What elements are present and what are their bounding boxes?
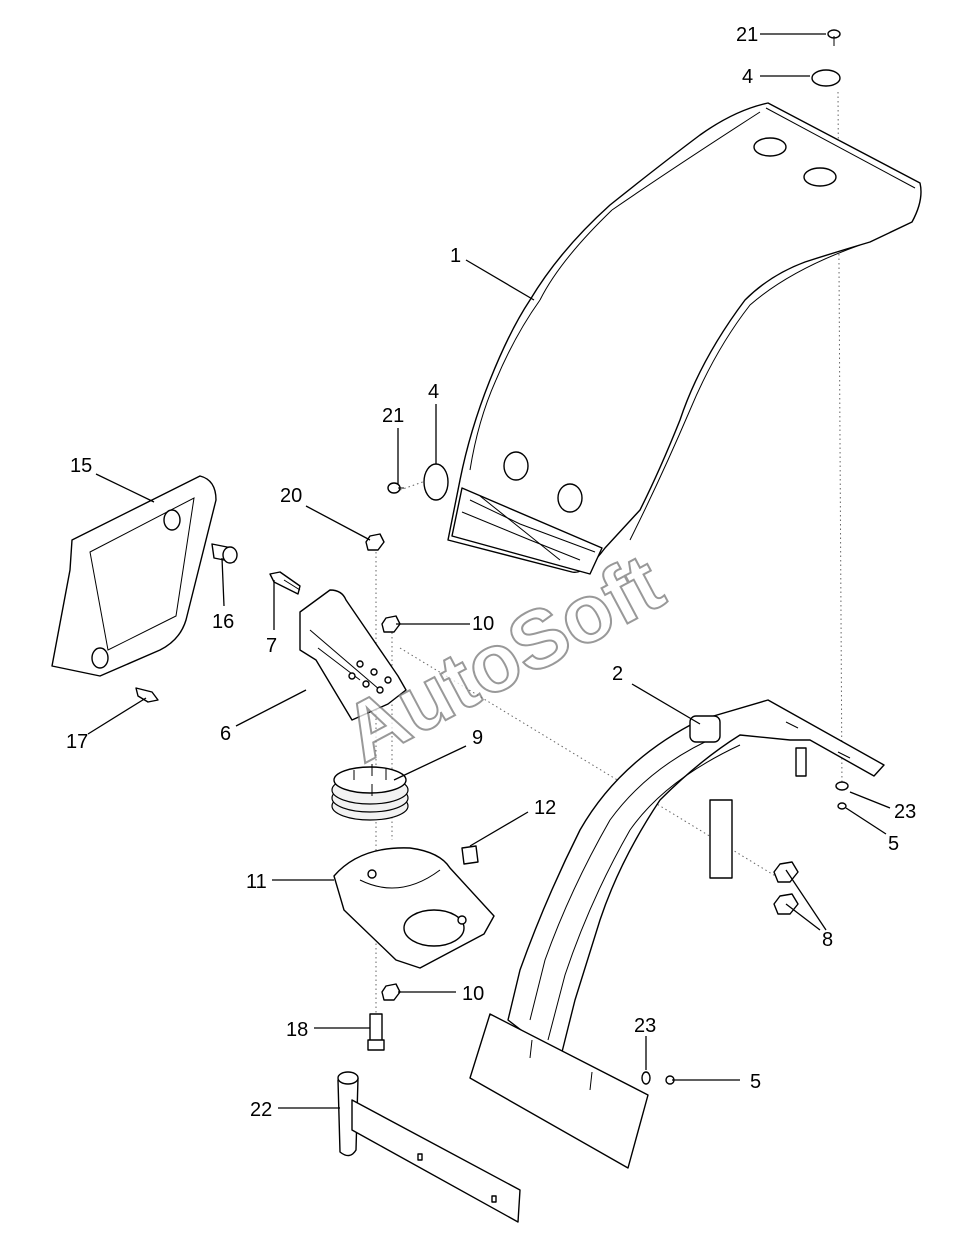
- leader-lines: [87, 33, 891, 1109]
- callout-4-mid: 4: [428, 381, 439, 403]
- callout-4-top: 4: [742, 66, 753, 88]
- callout-6: 6: [220, 723, 231, 745]
- callout-labels: 21 4 1 21 4 15 20 16 7 10 6 17 2 9 23 5 …: [66, 24, 916, 1121]
- side-panel-part-15: [51, 475, 217, 677]
- callout-23-bottom: 23: [634, 1015, 656, 1037]
- callout-10-top: 10: [472, 613, 494, 635]
- callout-18: 18: [286, 1019, 308, 1041]
- bar-part-22: [337, 1071, 521, 1223]
- callout-9: 9: [472, 727, 483, 749]
- callout-21-mid: 21: [382, 405, 404, 427]
- callout-20: 20: [280, 485, 302, 507]
- callout-21-top: 21: [736, 24, 758, 46]
- rubber-mount-part-9: [331, 764, 409, 821]
- fender-part-1: [447, 102, 922, 575]
- bracket-part-6: [299, 589, 407, 721]
- support-plate-part-11: [333, 847, 495, 969]
- callout-11: 11: [246, 871, 267, 893]
- callout-12: 12: [534, 797, 556, 819]
- callout-1: 1: [450, 245, 461, 267]
- callout-16: 16: [212, 611, 234, 633]
- callout-7: 7: [266, 635, 277, 657]
- callout-15: 15: [70, 455, 92, 477]
- callout-5-right: 5: [888, 833, 899, 855]
- fasteners: [135, 29, 849, 1085]
- bracket-part-2: [469, 699, 885, 1169]
- callout-8: 8: [822, 929, 833, 951]
- callout-5-bottom: 5: [750, 1071, 761, 1093]
- callout-2: 2: [612, 663, 623, 685]
- callout-17: 17: [66, 731, 88, 753]
- callout-23-right: 23: [894, 801, 916, 823]
- callout-22: 22: [250, 1099, 272, 1121]
- callout-10-bottom: 10: [462, 983, 484, 1005]
